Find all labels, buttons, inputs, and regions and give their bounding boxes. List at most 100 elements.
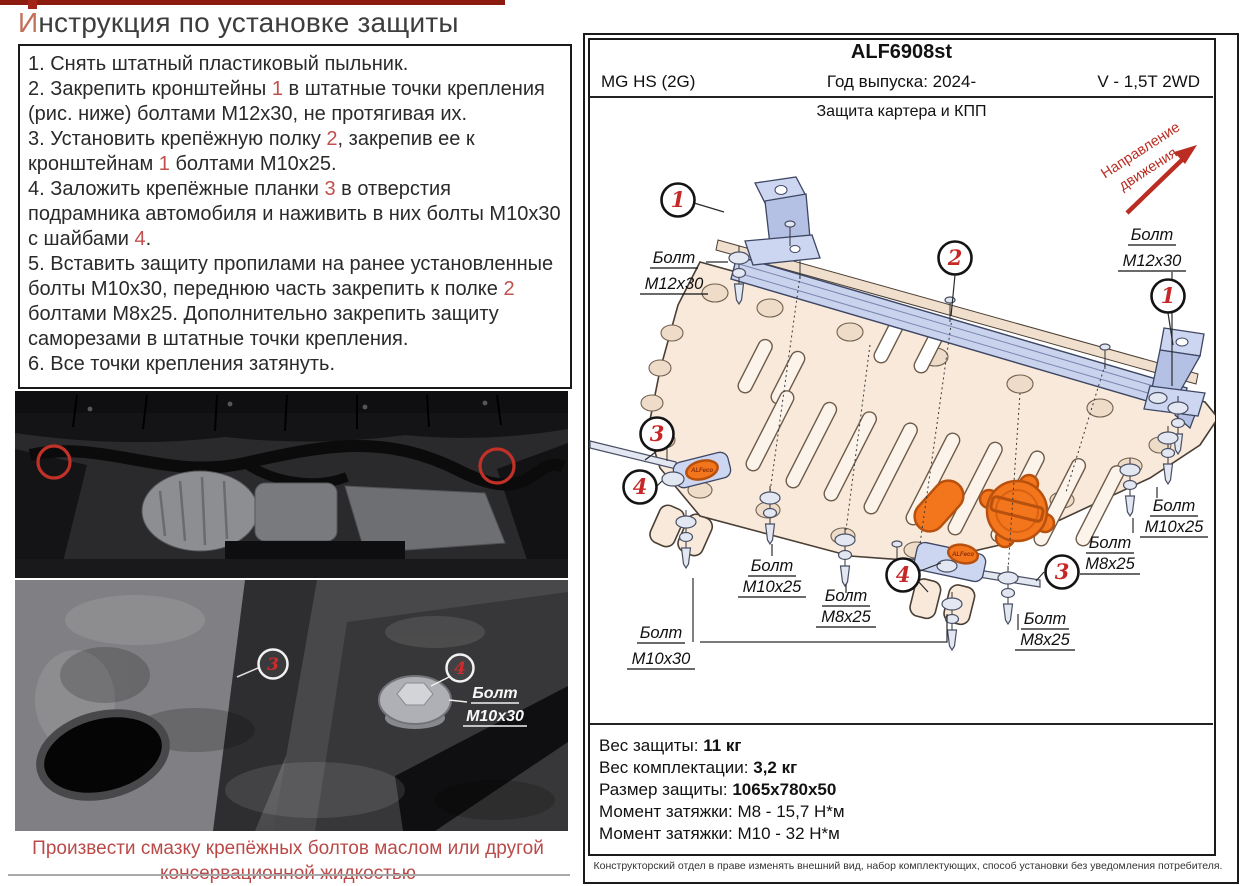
bolt-label-m12x30-left: Болт М12х30 [640,249,708,295]
svg-text:М12х30: М12х30 [1123,252,1183,270]
instruction-step: 2. Закрепить кронштейны 1 в штатные точк… [28,78,545,125]
direction-of-travel: Направление движения [1098,122,1197,215]
direction-arrow-shaft [1125,154,1188,215]
note-line-1: Произвести смазку крепёжных болтов масло… [32,838,544,859]
technical-drawing: Направление движения [589,122,1215,670]
instruction-step: 5. Вставить защиту пропилами на ранее ус… [28,253,554,350]
photo2-bolt-word: Болт [472,685,517,702]
svg-text:Болт: Болт [1131,226,1174,244]
instruction-step: 4. Заложить крепёжные планки 3 в отверст… [28,178,561,250]
drawing-subtitle: Защита картера и КПП [816,103,987,120]
subframe-hole [36,709,170,801]
part-reference-number: 2 [503,278,515,300]
svg-text:Болт: Болт [825,587,868,605]
coolant-hose [28,440,566,491]
panel-footer-disclaimer: Конструкторский отдел в праве изменять в… [593,860,1223,872]
photo2-callout-3: 3 [267,655,279,675]
plate-edge-bar [395,686,568,831]
photo2-leader-4 [430,676,450,687]
bolt-label-m10x30-bottom-left: Болт М10х30 [627,624,695,670]
bolt-label-m8x25-bottom-right: Болт М8х25 [1015,610,1075,651]
bolt-label-m8x25-bottom: Болт М8х25 [816,587,876,628]
photo2-callout-4: 4 [454,659,466,679]
bolt-m8x25-bottom-right [997,565,1019,625]
lubrication-note: Произвести смазку крепёжных болтов масло… [8,836,568,886]
callout-2-shelf: 2 [937,240,973,276]
bolt-hex-head [396,682,434,706]
part-reference-number: 3 [324,178,336,200]
vehicle-model: MG HS (2G) [601,72,696,91]
bolt-label-m12x30-right: Болт М12х30 [1118,226,1186,272]
bolt-label-m10x25-bottom: Болт М10х25 [738,557,806,598]
engine-variant: V - 1,5T 2WD [1097,72,1200,91]
svg-text:Болт: Болт [1089,534,1132,552]
bolt-label-m10x25-right: Болт М10х25 [1140,497,1208,538]
direction-arrow-head [1174,145,1197,164]
bumper-clips [87,400,488,412]
photo2-callout-4-circle [445,653,475,683]
instruction-step: 3. Установить крепёжную полку 2, закрепи… [28,128,475,175]
washer-4-bottom [936,559,958,573]
spec-row-weight: Вес защиты: 11 кг [599,736,742,755]
compressor-ribs [158,476,229,546]
instruction-step: 1. Снять штатный пластиковый пыльник. [28,53,409,75]
svg-text:1: 1 [671,187,686,212]
photo2-leader-label [448,699,468,703]
bracket-left [728,176,821,305]
bumper-top [15,391,568,413]
svg-text:4: 4 [633,474,648,499]
title-rest: нструкция по установке защиты [38,7,459,38]
svg-text:М10х25: М10х25 [743,578,803,596]
svg-text:Болт: Болт [1153,497,1196,515]
svg-text:М10х30: М10х30 [632,650,692,668]
spec-row-kit-weight: Вес комплектации: 3,2 кг [599,758,798,777]
svg-text:4: 4 [896,562,911,587]
svg-text:3: 3 [1055,559,1070,584]
page-title: Инструкция по установке защиты [18,7,558,39]
spec-divider [589,723,1213,725]
svg-text:1: 1 [1161,283,1176,308]
part-reference-number: 4 [134,228,146,250]
model-year: Год выпуска: 2024- [826,72,977,91]
callout-4-bottom: 4 [885,557,921,593]
instructions-box: 1. Снять штатный пластиковый пыльник. 2. … [18,44,572,389]
brand-logo-left: ALFeco [690,468,713,474]
left-bottom-divider [8,874,570,876]
svg-text:2: 2 [947,245,963,270]
photo2-callout-3-circle [257,648,289,680]
right-wheel-arch [497,443,568,578]
svg-text:М8х25: М8х25 [821,608,871,626]
part-number: ALF6908st [850,41,953,63]
mount-point-circle-right [478,447,516,485]
callout-1-top-left: 1 [660,182,696,218]
svg-text:Болт: Болт [653,249,696,267]
note-line-2: консервационной жидкостью [159,863,417,884]
ac-compressor [141,470,259,552]
washer-4-left [661,471,685,487]
photo1-bottom-shadow [15,559,568,578]
part-reference-number: 1 [158,153,170,175]
callout-3-bottom: 3 [1044,554,1080,590]
photo-underbody-mount-points [15,391,568,578]
header-divider [589,96,1213,98]
svg-text:М10х25: М10х25 [1145,518,1205,536]
title-lead-letter: И [18,7,39,38]
callout-3-left: 3 [639,416,675,452]
svg-text:Болт: Болт [751,557,794,575]
svg-text:М8х25: М8х25 [1020,631,1070,649]
panel-inner-border [588,38,1216,856]
bolt-m8x25-bottom [834,527,856,587]
top-red-tick [28,0,37,9]
instruction-step: 6. Все точки крепления затянуть. [28,353,336,375]
spec-row-torque-m8: Момент затяжки: М8 - 15,7 Н*м [599,802,845,821]
top-red-bar [0,0,505,5]
hose-branch [242,458,349,489]
svg-text:М8х25: М8х25 [1085,555,1135,573]
spec-block: Вес защиты: 11 кг Вес комплектации: 3,2 … [599,735,1199,845]
svg-text:М12х30: М12х30 [645,275,705,293]
engine-block [254,482,338,542]
oil-filler-plug [978,473,1056,549]
part-reference-number: 2 [326,128,338,150]
mount-point-circle-left [36,444,72,480]
